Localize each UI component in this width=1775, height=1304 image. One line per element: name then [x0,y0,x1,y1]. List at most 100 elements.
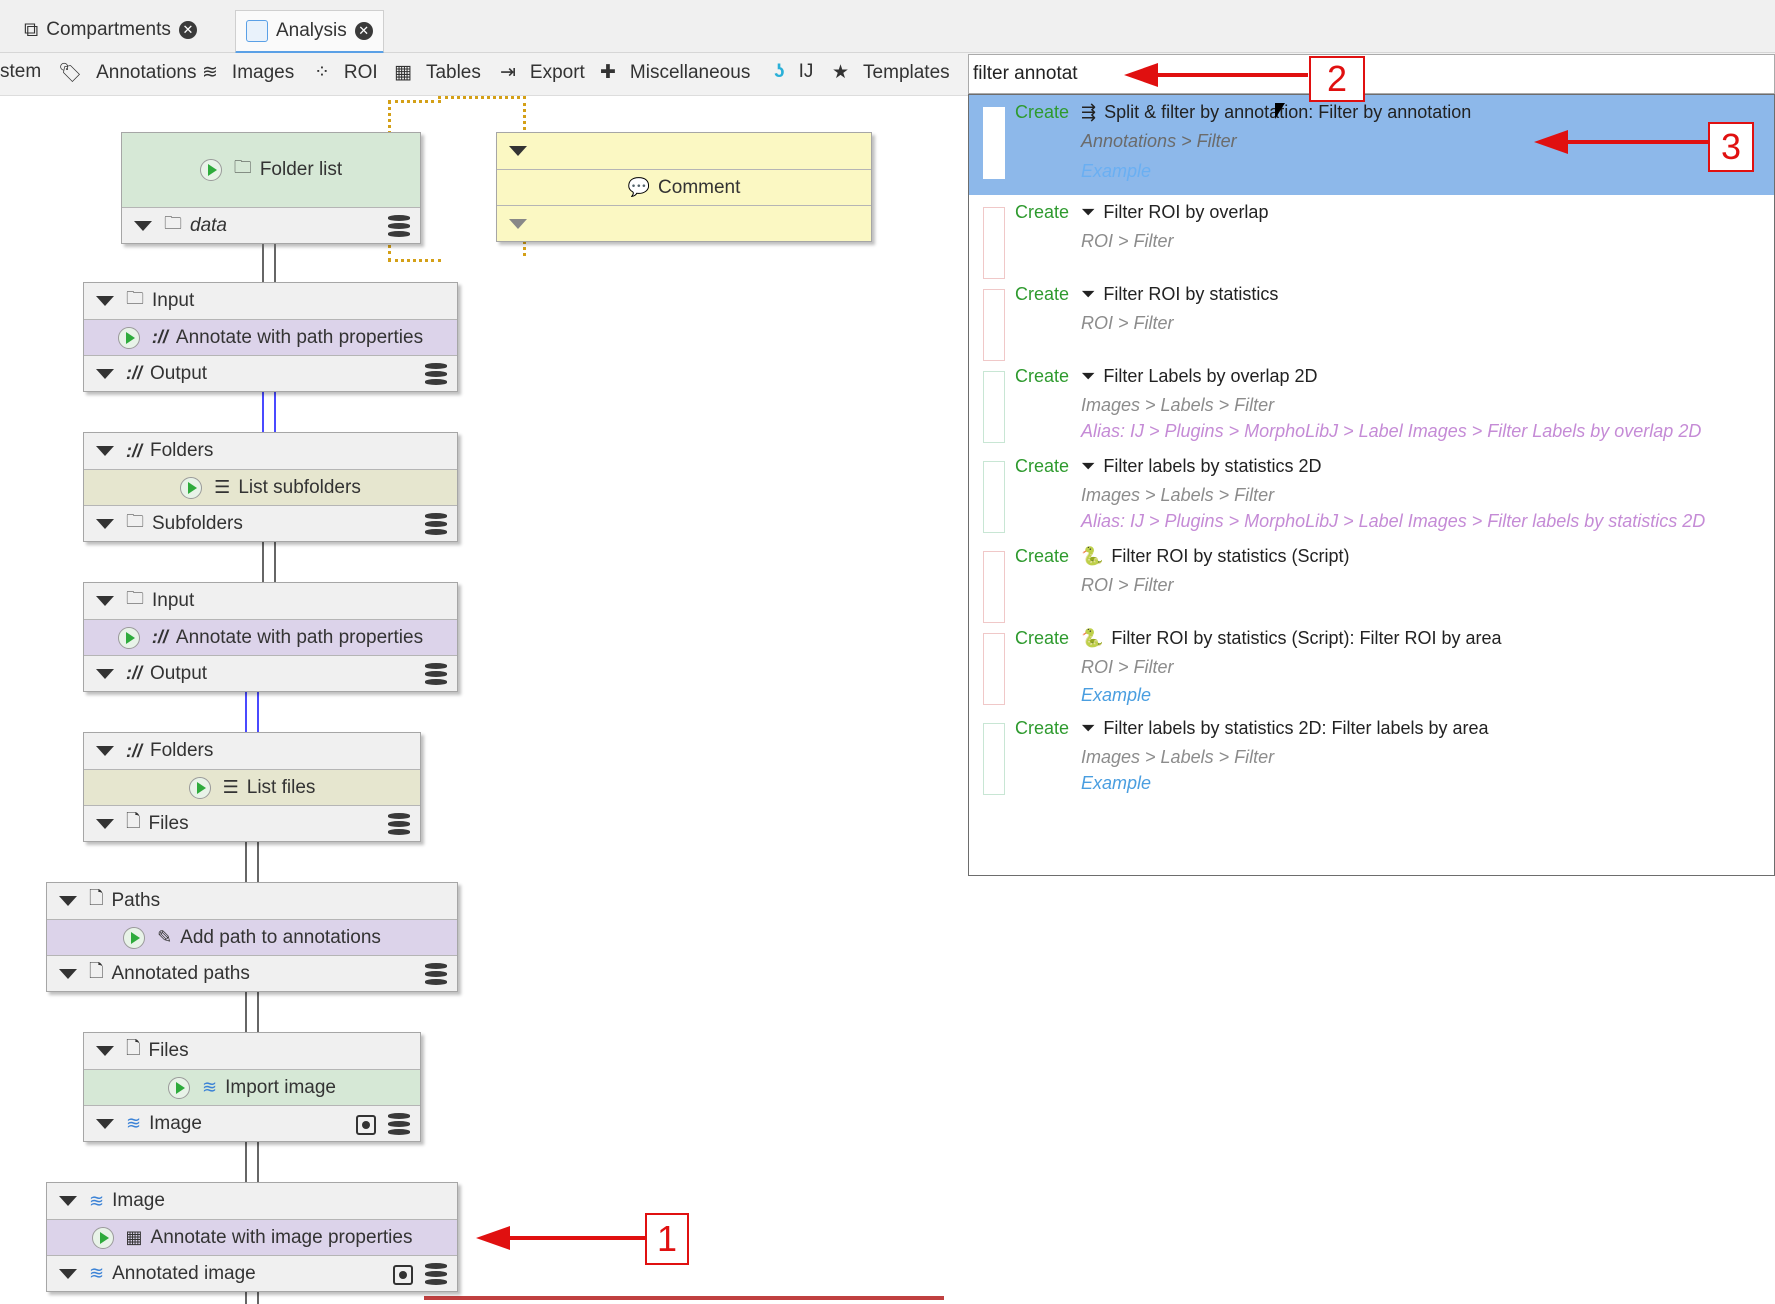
collapse-icon[interactable] [96,518,114,529]
input-slot[interactable]: 🗋 Files [84,1033,420,1069]
input-slot[interactable]: 🗀 Input [84,283,457,319]
output-slot[interactable]: ≋ Annotated image [47,1255,457,1291]
input-slot[interactable]: 🗀 Input [84,583,457,619]
database-icon[interactable] [425,1263,447,1287]
toolbar-item-tables[interactable]: ▦ Tables [394,61,481,84]
roi-viewer-icon[interactable] [356,1115,376,1135]
result-item[interactable]: Create ⏷Filter labels by statistics 2D: … [969,711,1774,801]
toolbar-item-ij[interactable]: ʖ IJ [774,61,813,83]
result-item[interactable]: Create ⇶Split & filter by annotation: Fi… [969,95,1774,195]
result-item[interactable]: Create ⏷Filter labels by statistics 2D I… [969,449,1774,539]
collapse-icon[interactable] [96,446,114,456]
node-header[interactable]: ≋ Import image [84,1069,420,1105]
create-label[interactable]: Create [1015,284,1070,304]
roi-viewer-icon[interactable] [393,1265,413,1285]
toolbar-item-miscellaneous[interactable]: ✚ Miscellaneous [600,61,750,84]
play-icon[interactable] [117,326,140,349]
node-comment[interactable]: 💬 Comment [496,132,872,242]
database-icon[interactable] [388,1113,410,1137]
play-icon[interactable] [180,476,203,499]
node-header[interactable]: :// Annotate with path properties [84,619,457,655]
close-icon[interactable]: ✕ [354,22,373,40]
output-slot[interactable]: :// Output [84,355,457,391]
database-icon[interactable] [425,963,447,987]
node-folder-list[interactable]: 🗀 Folder list 🗀 data [121,132,421,244]
create-label[interactable]: Create [1015,546,1070,566]
output-slot[interactable]: 🗀 data [122,207,420,243]
output-slot[interactable]: :// Output [84,655,457,691]
toolbar-item-images[interactable]: ≋ Images [202,61,294,84]
collapse-icon[interactable] [59,1268,77,1279]
toolbar-item-system[interactable]: stem [0,61,41,83]
input-slot[interactable]: :// Folders [84,733,420,769]
toolbar-item-templates[interactable]: ★ Templates [832,61,950,84]
node-header[interactable]: ✎ Add path to annotations [47,919,457,955]
node-list-files[interactable]: :// Folders ☰ List files 🗋 Files [83,732,421,842]
play-icon[interactable] [91,1226,114,1249]
create-label[interactable]: Create [1015,456,1070,476]
play-icon[interactable] [199,159,222,181]
node-add-path[interactable]: 🗋 Paths ✎ Add path to annotations 🗋 Anno… [46,882,458,992]
result-item[interactable]: Create ⏷Filter ROI by overlap ROI > Filt… [969,195,1774,279]
play-icon[interactable] [168,1076,191,1099]
collapse-icon[interactable] [509,146,527,156]
output-slot[interactable]: 🗋 Files [84,805,420,841]
result-item[interactable]: Create ⏷Filter ROI by statistics ROI > F… [969,277,1774,361]
play-icon[interactable] [188,776,211,799]
collapse-icon[interactable] [509,218,527,229]
database-icon[interactable] [425,513,447,537]
node-list-subfolders[interactable]: :// Folders ☰ List subfolders 🗀 Subfolde… [83,432,458,542]
toolbar-item-annotations[interactable]: 🏷 Annotations [58,61,196,85]
node-annotate-path-2[interactable]: 🗀 Input :// Annotate with path propertie… [83,582,458,692]
result-item[interactable]: Create 🐍Filter ROI by statistics (Script… [969,539,1774,623]
collapse-icon[interactable] [96,818,114,829]
node-header[interactable]: ▦ Annotate with image properties [47,1219,457,1255]
graph-canvas[interactable]: 🗀 Folder list 🗀 data 💬 Comment 🗀 Input [0,96,975,1304]
result-item[interactable]: Create ⏷Filter Labels by overlap 2D Imag… [969,359,1774,449]
create-label[interactable]: Create [1015,102,1070,122]
collapse-icon[interactable] [96,746,114,756]
toolbar-item-roi[interactable]: ⁘ ROI [314,61,378,84]
search-input[interactable] [968,54,1775,94]
collapse-icon[interactable] [96,296,114,306]
create-label[interactable]: Create [1015,628,1070,648]
input-slot[interactable]: :// Folders [84,433,457,469]
create-label[interactable]: Create [1015,366,1070,386]
collapse-icon[interactable] [134,220,152,231]
node-header[interactable]: :// Annotate with path properties [84,319,457,355]
input-slot[interactable] [497,133,871,169]
output-slot[interactable]: ≋ Image [84,1105,420,1141]
database-icon[interactable] [388,813,410,837]
output-slot[interactable] [497,205,871,241]
database-icon[interactable] [388,215,410,239]
collapse-icon[interactable] [96,368,114,379]
node-header[interactable]: 🗀 Folder list [122,133,420,207]
play-icon[interactable] [117,626,140,649]
node-import-image[interactable]: 🗋 Files ≋ Import image ≋ Image [83,1032,421,1142]
input-slot[interactable]: ≋ Image [47,1183,457,1219]
toolbar-item-export[interactable]: ⇥ Export [500,61,585,84]
collapse-icon[interactable] [96,1046,114,1056]
create-label[interactable]: Create [1015,202,1070,222]
close-icon[interactable]: ✕ [178,21,197,39]
node-annotate-image[interactable]: ≋ Image ▦ Annotate with image properties… [46,1182,458,1292]
database-icon[interactable] [425,663,447,687]
tab-compartments[interactable]: ⧉ Compartments ✕ [14,10,207,50]
tab-analysis[interactable]: Analysis ✕ [235,10,384,54]
node-header[interactable]: ☰ List subfolders [84,469,457,505]
collapse-icon[interactable] [96,596,114,606]
play-icon[interactable] [123,926,146,949]
node-header[interactable]: 💬 Comment [497,169,871,205]
node-annotate-path-1[interactable]: 🗀 Input :// Annotate with path propertie… [83,282,458,392]
collapse-icon[interactable] [59,968,77,979]
collapse-icon[interactable] [96,1118,114,1129]
input-slot[interactable]: 🗋 Paths [47,883,457,919]
output-slot[interactable]: 🗀 Subfolders [84,505,457,541]
create-label[interactable]: Create [1015,718,1070,738]
collapse-icon[interactable] [96,668,114,679]
output-slot[interactable]: 🗋 Annotated paths [47,955,457,991]
collapse-icon[interactable] [59,896,77,906]
result-item[interactable]: Create 🐍Filter ROI by statistics (Script… [969,621,1774,711]
database-icon[interactable] [425,363,447,387]
collapse-icon[interactable] [59,1196,77,1206]
